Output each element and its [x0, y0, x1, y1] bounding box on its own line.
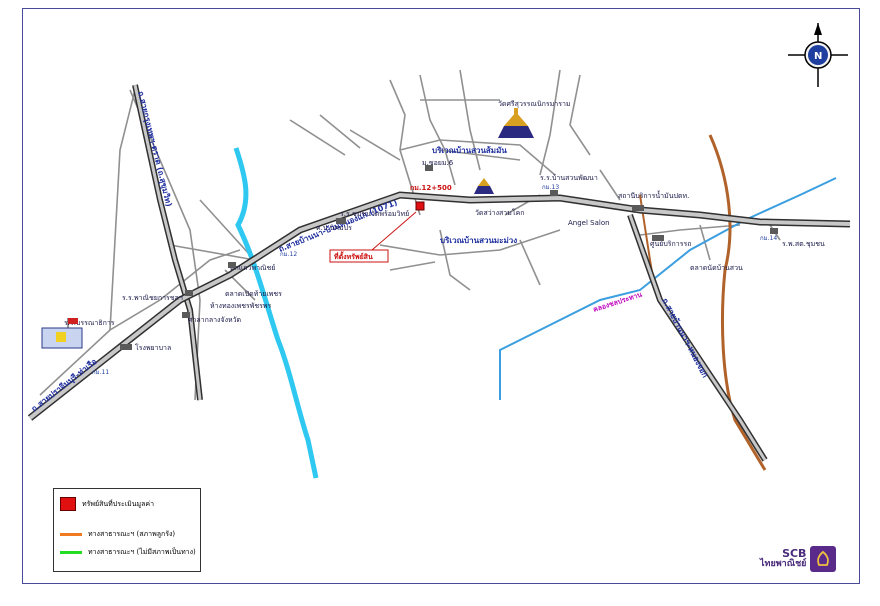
legend-unpaved-swatch — [60, 551, 82, 554]
west-highway-label: ถ.สายกรุงเทพฯ-ตราด (ถ.สุขุมวิท) — [135, 90, 173, 208]
property-marker — [415, 201, 425, 211]
cityhall-icon — [182, 312, 190, 318]
km-12-500: กม.12+500 — [410, 184, 452, 192]
district-north-label: บริเวณบ้านสวนส้มมัน — [432, 145, 507, 155]
market-label: ตลาดเปิดท้ายเพชร — [225, 290, 282, 298]
km-11: กม.11 — [92, 369, 109, 376]
gas-west-label: ค.ป.นิคมปร — [316, 224, 352, 232]
scb-tagline: ไทยพาณิชย์ — [760, 559, 807, 569]
scb-name: SCB — [782, 547, 807, 560]
canal-label: คลองชลประทาน — [592, 290, 643, 313]
temple-center-label: วัดสว่างสามโคก — [475, 208, 525, 217]
km-13: กม.13 — [542, 184, 559, 191]
scb-text: SCB ไทยพาณิชย์ — [760, 548, 806, 570]
market-east-label: ตลาดนัดบ้านสวน — [690, 264, 743, 272]
gas-east-icon — [632, 205, 644, 211]
southwest-road-label: ถ.สายปราจีนบุรี-ท่าเรือ — [29, 356, 99, 414]
city-hall-label: ศาลากลางจังหวัด — [188, 316, 241, 324]
school-msc-label: ม.ซอยม.6 — [422, 159, 454, 167]
school-ppt-label: ร.ร.ชุมชนวัดพร้อมวิทย์ — [340, 210, 409, 218]
temple-top-label: วัดศรีสุวรรณนิกรมาราม — [498, 100, 571, 108]
district-south-label: บริเวณบ้านสวนมะม่วง — [440, 235, 517, 245]
compass: N — [788, 23, 848, 87]
shops-icon — [228, 262, 236, 268]
hospital-label: โรงพยาบาล — [135, 343, 171, 352]
legend: ทรัพย์สินที่ประเมินมูลค่า ทางสาธารณะฯ (ส… — [53, 488, 201, 572]
km-markers: กม.11 กม.12 กม.12+500 กม.13 กม.14 — [92, 184, 777, 376]
gas-east-label: สถานีบริการน้ำมันปตท. — [618, 189, 689, 200]
east-highway-label: ถ.สายบ้านนาฯ-หนองจอก — [660, 296, 710, 379]
building-icons — [120, 165, 778, 350]
school-east-icon — [550, 190, 558, 196]
temple-small-icon — [474, 178, 494, 194]
property-pointer — [371, 211, 417, 251]
km-12: กม.12 — [280, 251, 297, 258]
shops-label: ตึกแถวพาณิชย์ — [230, 263, 275, 272]
temple-top-icon — [498, 108, 534, 138]
jewel-label: ห้างทองเพชรพัชรพร — [210, 302, 271, 310]
secondary-roads — [39, 69, 781, 401]
legend-row-property: ทรัพย์สินที่ประเมินมูลค่า — [60, 497, 154, 511]
gov-building-icon — [41, 318, 83, 349]
property-label-box — [329, 249, 389, 263]
legend-laterite-label: ทางสาธารณะฯ (สภาพลูกรัง) — [88, 530, 176, 538]
legend-laterite-swatch — [60, 533, 82, 536]
legend-unpaved-label: ทางสาธารณะฯ (ไม่มีสภาพเป็นทาง) — [88, 548, 196, 556]
service-icon — [652, 235, 664, 241]
health-icon — [770, 228, 778, 234]
scb-logo-icon — [810, 546, 837, 572]
hospital-icon — [120, 344, 132, 350]
school-east-label: ร.ร.บ้านสวนพัฒนา — [540, 174, 598, 182]
school-ppt-icon — [336, 218, 346, 224]
legend-property-label: ทรัพย์สินที่ประเมินมูลค่า — [82, 499, 155, 508]
property-label: ที่ตั้งทรัพย์สิน — [334, 250, 373, 261]
river-west — [233, 147, 319, 479]
compass-letter: N — [814, 51, 822, 62]
angel-label: Angel Salon — [568, 219, 610, 227]
service-east-label: ศูนย์บริการรถ — [650, 240, 691, 248]
school-icon — [425, 165, 433, 171]
legend-row-laterite: ทางสาธารณะฯ (สภาพลูกรัง) — [60, 529, 175, 540]
compass-arrow-icon — [814, 23, 822, 35]
health-label: ร.พ.สต.ชุมชน — [782, 240, 825, 248]
main-highways — [27, 84, 851, 462]
legend-row-unpaved: ทางสาธารณะฯ (ไม่มีสภาพเป็นทาง) — [60, 547, 196, 558]
place-labels: วัดศรีสุวรรณนิกรมาราม ม.ซอยม.6 ร.ร.บ้านส… — [64, 100, 825, 352]
ttr-label: ร.ร.บรรณาธิการ — [64, 319, 115, 327]
legend-property-swatch — [60, 497, 76, 511]
river-east — [499, 177, 837, 400]
factory-icon — [185, 290, 193, 296]
laterite-road — [708, 134, 767, 471]
km-14: กม.14 — [760, 235, 777, 242]
factory-label: ร.ร.พาณิชยการชลฯ — [122, 294, 183, 302]
scb-brand: SCB ไทยพาณิชย์ — [760, 546, 837, 572]
